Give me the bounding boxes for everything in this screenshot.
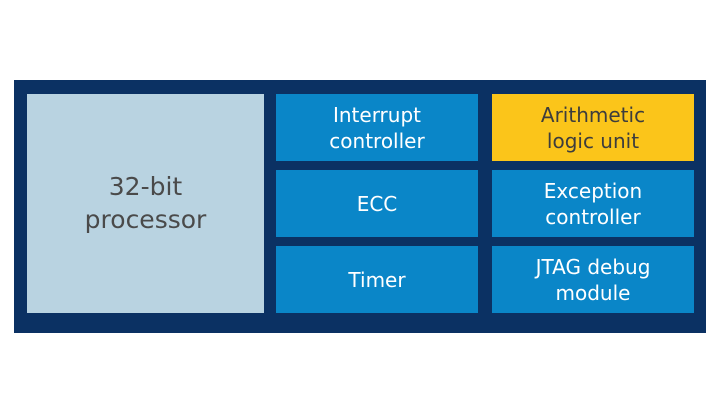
exception-controller-block: Exception controller bbox=[492, 170, 694, 237]
processor-block: 32-bit processor bbox=[27, 94, 264, 313]
processor-block-diagram: 32-bit processor Interrupt controller Ar… bbox=[14, 80, 706, 333]
arithmetic-logic-unit-block: Arithmetic logic unit bbox=[492, 94, 694, 161]
interrupt-controller-block: Interrupt controller bbox=[276, 94, 478, 161]
timer-block: Timer bbox=[276, 246, 478, 313]
ecc-block: ECC bbox=[276, 170, 478, 237]
jtag-debug-module-block: JTAG debug module bbox=[492, 246, 694, 313]
